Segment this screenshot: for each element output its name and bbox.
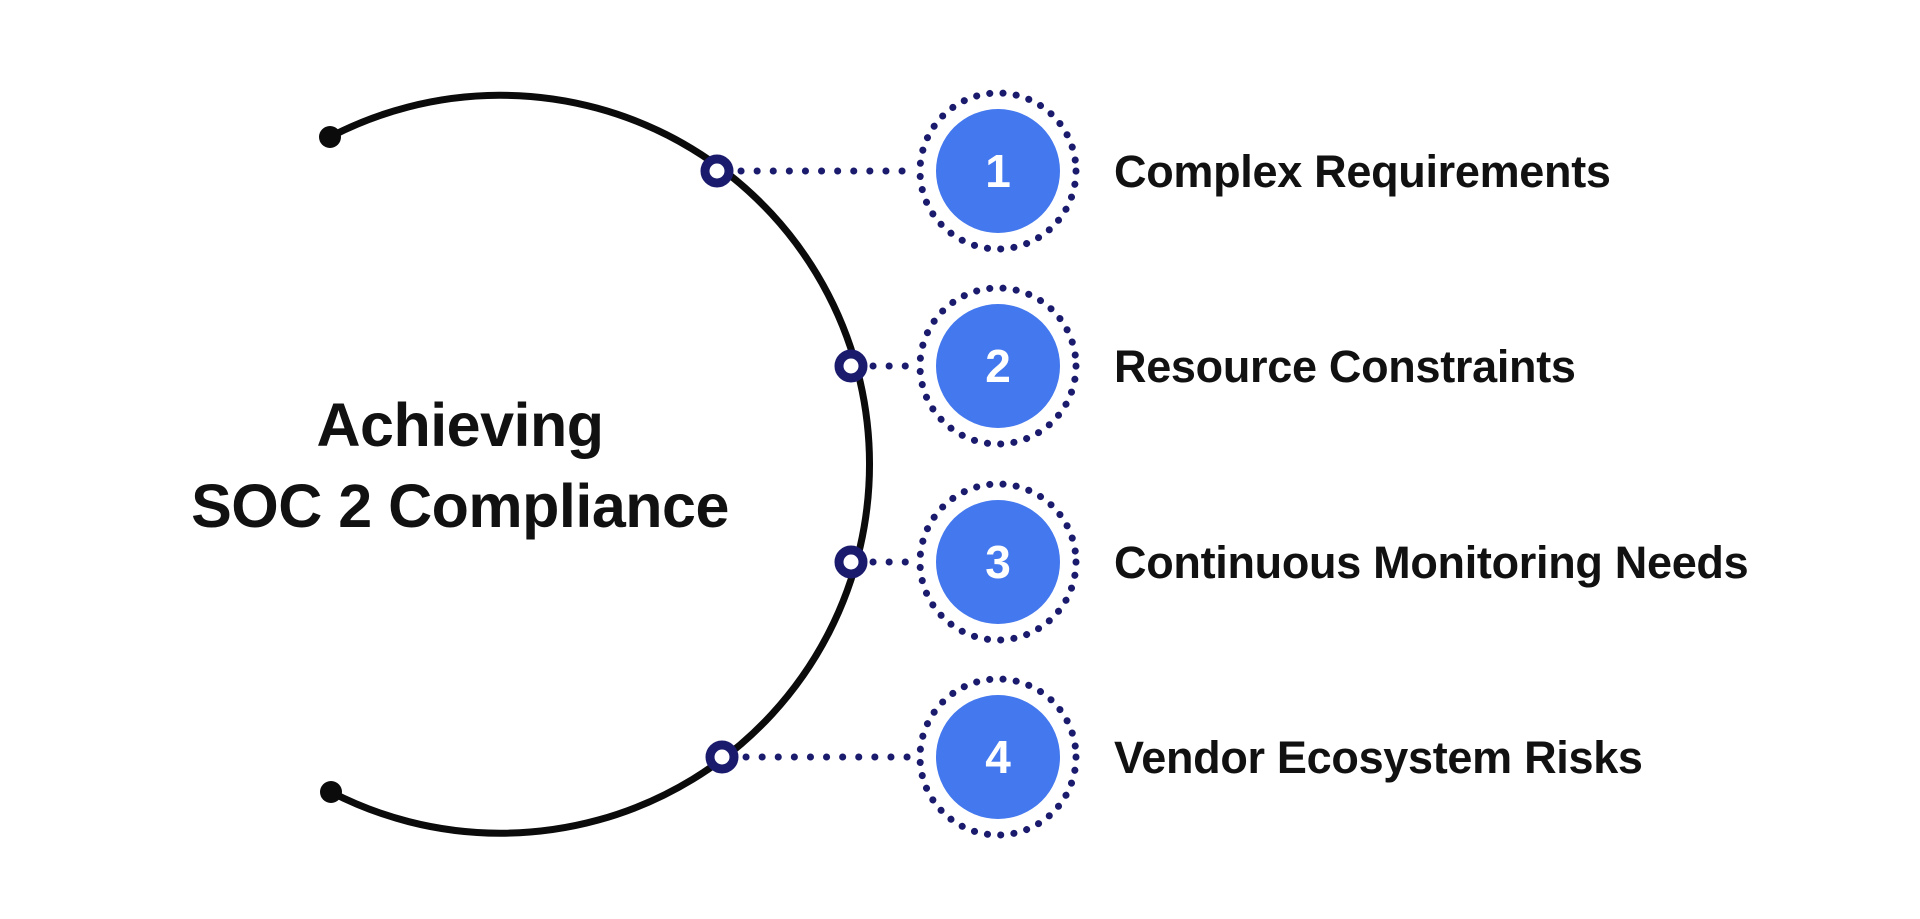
item-2: 2 Resource Constraints — [834, 284, 1576, 448]
item-2-number: 2 — [985, 340, 1011, 392]
item-4-label: Vendor Ecosystem Risks — [1114, 732, 1643, 783]
item-3-number: 3 — [985, 536, 1011, 588]
item-4-arc-node-ring — [705, 740, 739, 774]
title-line-2: SOC 2 Compliance — [191, 472, 729, 540]
item-1-label: Complex Requirements — [1114, 146, 1611, 197]
item-2-label: Resource Constraints — [1114, 341, 1576, 392]
item-3-number-circle — [936, 500, 1060, 624]
arc-endpoint-bottom-dot — [320, 781, 342, 803]
item-1-number: 1 — [985, 145, 1011, 197]
item-1-arc-node-ring — [700, 154, 734, 188]
item-3-arc-node-ring — [834, 545, 868, 579]
item-3-dotted-ring — [916, 480, 1080, 644]
item-4-dotted-ring — [916, 675, 1080, 839]
item-1-dotted-ring — [916, 89, 1080, 253]
title-line-1: Achieving — [316, 391, 603, 459]
item-2-dotted-ring — [916, 284, 1080, 448]
item-3-label: Continuous Monitoring Needs — [1114, 537, 1748, 588]
item-2-number-circle — [936, 304, 1060, 428]
item-2-arc-node-ring — [834, 349, 868, 383]
item-1: 1 Complex Requirements — [700, 89, 1611, 253]
arc-group — [319, 91, 873, 837]
item-3: 3 Continuous Monitoring Needs — [834, 480, 1749, 644]
item-4-number: 4 — [985, 731, 1011, 783]
arc-curve — [328, 91, 873, 837]
arc-endpoint-top-dot — [319, 126, 341, 148]
diagram-title: Achieving SOC 2 Compliance — [191, 391, 729, 540]
item-4-number-circle — [936, 695, 1060, 819]
item-1-number-circle — [936, 109, 1060, 233]
item-4: 4 Vendor Ecosystem Risks — [705, 675, 1643, 839]
